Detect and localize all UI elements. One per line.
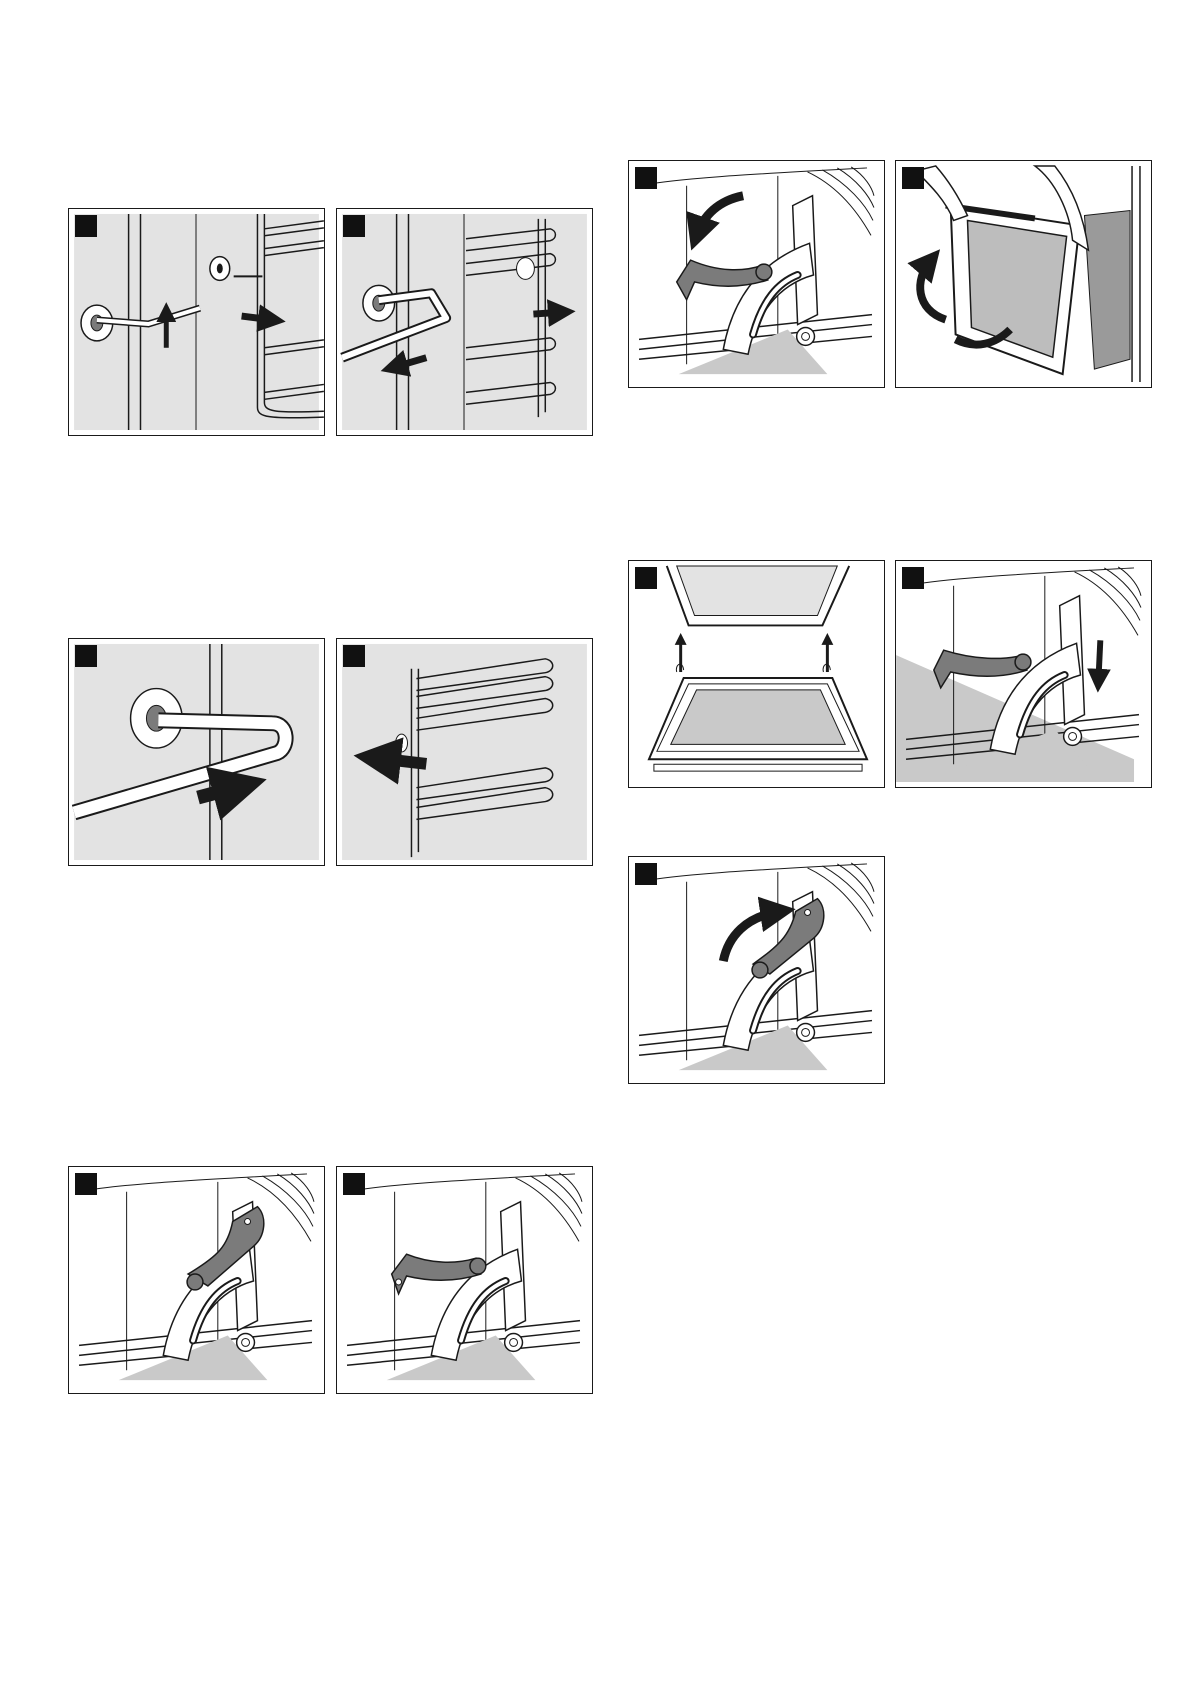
- figure-hinge-lever-down: [336, 1166, 593, 1394]
- rail-hook-lift-icon: [69, 209, 324, 435]
- figure-hinge-lever-up: [68, 1166, 325, 1394]
- figure-door-remove: [895, 160, 1152, 388]
- figure-rail-unhook: [68, 208, 325, 436]
- step-marker: [635, 567, 657, 589]
- figure-rail-remove: [336, 208, 593, 436]
- rail-pull-out-icon: [337, 209, 592, 435]
- figure-rail-insert: [336, 638, 593, 866]
- hinge-lever-down-icon: [337, 1167, 592, 1393]
- step-marker: [75, 215, 97, 237]
- rail-hook-insert-icon: [69, 639, 324, 865]
- figure-hinge-lever-fold: [628, 160, 885, 388]
- step-marker: [635, 863, 657, 885]
- hinge-lever-up-icon: [69, 1167, 324, 1393]
- door-remove-icon: [896, 161, 1151, 387]
- rail-push-in-icon: [337, 639, 592, 865]
- hinge-lever-fold-icon: [629, 161, 884, 387]
- hinge-lever-close-icon: [629, 857, 884, 1083]
- step-marker: [343, 1173, 365, 1195]
- figure-rail-insert-hook: [68, 638, 325, 866]
- step-marker: [635, 167, 657, 189]
- hinge-insert-icon: [896, 561, 1151, 787]
- figure-door-glass-lift: [628, 560, 885, 788]
- door-glass-lift-icon: [629, 561, 884, 787]
- step-marker: [902, 567, 924, 589]
- step-marker: [902, 167, 924, 189]
- figure-hinge-lever-close: [628, 856, 885, 1084]
- step-marker: [343, 215, 365, 237]
- step-marker: [75, 1173, 97, 1195]
- figure-hinge-insert: [895, 560, 1152, 788]
- step-marker: [75, 645, 97, 667]
- step-marker: [343, 645, 365, 667]
